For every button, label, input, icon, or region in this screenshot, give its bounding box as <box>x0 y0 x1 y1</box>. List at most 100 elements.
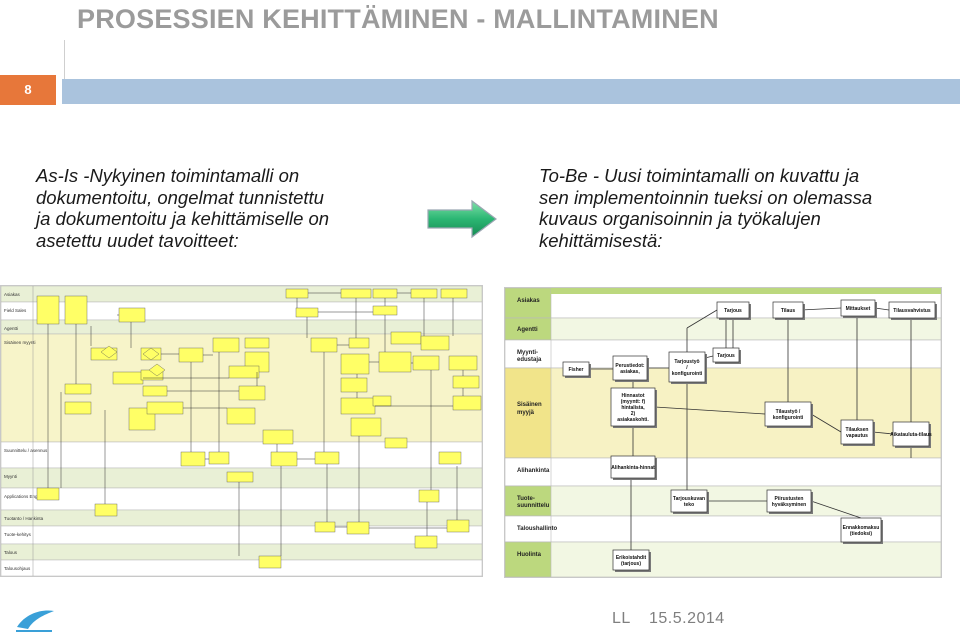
to-be-lanes: AsiakasAgenttiMyynti-edustajaSisäinenmyy… <box>505 288 941 577</box>
to-be-lane-header <box>505 457 552 487</box>
to-be-step-tarjous2: Tarjous <box>712 347 741 364</box>
as-is-step <box>310 337 338 353</box>
svg-text:konfigurointi: konfigurointi <box>773 415 804 421</box>
as-is-step <box>314 451 340 465</box>
as-is-step <box>414 535 438 549</box>
to-be-lane <box>505 317 941 341</box>
to-be-lane-label: Sisäinen <box>517 402 542 408</box>
as-is-lane-label: Field Sales <box>4 308 27 313</box>
as-is-lane-label: Asiakas <box>4 292 21 297</box>
as-is-step <box>446 519 470 533</box>
to-be-step-tarjous: Tarjous <box>716 301 751 320</box>
as-is-step <box>372 288 398 299</box>
title-divider <box>64 40 65 84</box>
as-is-lane <box>1 441 482 469</box>
as-is-line-3: ja dokumentoitu ja kehittämiselle on <box>36 208 330 229</box>
as-is-step <box>270 451 298 467</box>
as-is-description: As-Is -Nykyinen toimintamalli on dokumen… <box>36 165 396 251</box>
to-be-step-perustiedot: Perustiedot:asiakas, <box>612 355 649 382</box>
as-is-step <box>418 489 440 503</box>
svg-text:hyväksyminen: hyväksyminen <box>772 502 806 508</box>
to-be-step-tilausvahvistus: Tilausvahvistus <box>888 301 937 320</box>
as-is-lane <box>1 487 482 511</box>
as-is-step <box>208 451 230 465</box>
as-is-step <box>372 395 392 407</box>
as-is-step <box>64 401 92 415</box>
to-be-description: To-Be - Uusi toimintamalli on kuvattu ja… <box>539 165 959 251</box>
to-be-connector <box>872 431 894 435</box>
as-is-step <box>412 355 440 371</box>
svg-text:teko: teko <box>684 502 694 508</box>
to-be-process-diagram: AsiakasAgenttiMyynti-edustajaSisäinenmyy… <box>504 287 942 578</box>
as-is-line-1: As-Is -Nykyinen toimintamalli on <box>36 165 300 186</box>
as-is-step <box>146 401 184 415</box>
to-be-step-mittaukset: Mittaukset <box>840 299 877 318</box>
as-is-step <box>390 331 422 345</box>
svg-text:Tarjous: Tarjous <box>717 353 735 359</box>
as-is-lane <box>1 559 482 576</box>
svg-text:Tilauksen: Tilauksen <box>846 427 869 433</box>
as-is-step <box>340 377 368 393</box>
to-be-lane <box>505 457 941 487</box>
page-number-badge: 8 <box>0 75 56 105</box>
right-arrow-icon <box>427 199 497 239</box>
as-is-step <box>142 385 168 397</box>
as-is-step <box>340 288 372 299</box>
as-is-step <box>314 521 336 533</box>
to-be-step-fisher: Fisher <box>562 361 591 378</box>
svg-text:asiakas,: asiakas, <box>620 369 640 375</box>
header-bar <box>62 79 960 104</box>
to-be-connector <box>874 307 890 311</box>
to-be-lane-label: Myynti- <box>517 350 538 356</box>
to-be-step-aikataulutilaus: Aikatauluta-tilaus <box>890 421 932 448</box>
as-is-step <box>448 355 478 371</box>
to-be-step-hinnastot: Hinnastot(myyntt: f)hintalista,2)asiakas… <box>610 387 657 428</box>
svg-text:Fisher: Fisher <box>568 367 583 373</box>
svg-text:Piirustusten: Piirustusten <box>775 496 804 502</box>
to-be-lane-label: Alihankinta <box>517 468 550 474</box>
to-be-connector <box>800 307 842 311</box>
as-is-step <box>36 487 60 501</box>
svg-text:(myyntt: f): (myyntt: f) <box>621 399 646 405</box>
company-logo <box>16 610 54 632</box>
to-be-lane-header <box>505 367 552 459</box>
as-is-step <box>346 521 370 535</box>
svg-text:Tarjouskuvan: Tarjouskuvan <box>673 496 705 502</box>
to-be-lane-label: edustaja <box>517 357 542 363</box>
as-is-step <box>420 335 450 351</box>
as-is-lane-label: Talous <box>4 550 18 555</box>
slide-title: PROSESSIEN KEHITTÄMINEN - MALLINTAMINEN <box>77 4 719 34</box>
svg-text:Ennakkomaksu: Ennakkomaksu <box>843 525 880 531</box>
svg-text:(tarjous): (tarjous) <box>621 561 641 567</box>
to-be-lane-label: Huolinta <box>517 552 542 558</box>
to-be-connectors <box>589 307 912 550</box>
svg-text:Perustiedot:: Perustiedot: <box>615 363 645 369</box>
as-is-lane-label: Talousohjaus <box>4 566 31 571</box>
to-be-lane-header <box>505 541 552 577</box>
as-is-step <box>350 417 382 437</box>
svg-text:Tilausvahvistus: Tilausvahvistus <box>893 308 931 314</box>
svg-text:Hinnastot: Hinnastot <box>621 393 644 399</box>
as-is-lane-label: Tuotanto / Hankinta <box>4 516 44 521</box>
as-is-lane-label: Sisäinen myynti <box>4 340 36 345</box>
to-be-lane-label: suunnittelu <box>517 503 550 509</box>
to-be-line-1: To-Be - Uusi toimintamalli on kuvattu ja <box>539 165 860 186</box>
to-be-lane-header <box>505 288 552 319</box>
svg-text:Alihankinta-hinnat: Alihankinta-hinnat <box>611 465 655 471</box>
as-is-line-4: asetettu uudet tavoitteet: <box>36 229 239 251</box>
svg-text:Tilaustyö /: Tilaustyö / <box>776 409 801 415</box>
as-is-step <box>212 337 240 353</box>
as-is-step <box>64 383 92 395</box>
svg-text:vapautus: vapautus <box>846 433 868 439</box>
as-is-step <box>452 395 482 411</box>
as-is-step <box>262 429 294 445</box>
as-is-lane <box>1 525 482 545</box>
svg-text:Mittaukset: Mittaukset <box>846 306 871 312</box>
as-is-step <box>258 555 282 569</box>
as-is-step <box>238 385 266 401</box>
to-be-connector <box>686 309 718 329</box>
